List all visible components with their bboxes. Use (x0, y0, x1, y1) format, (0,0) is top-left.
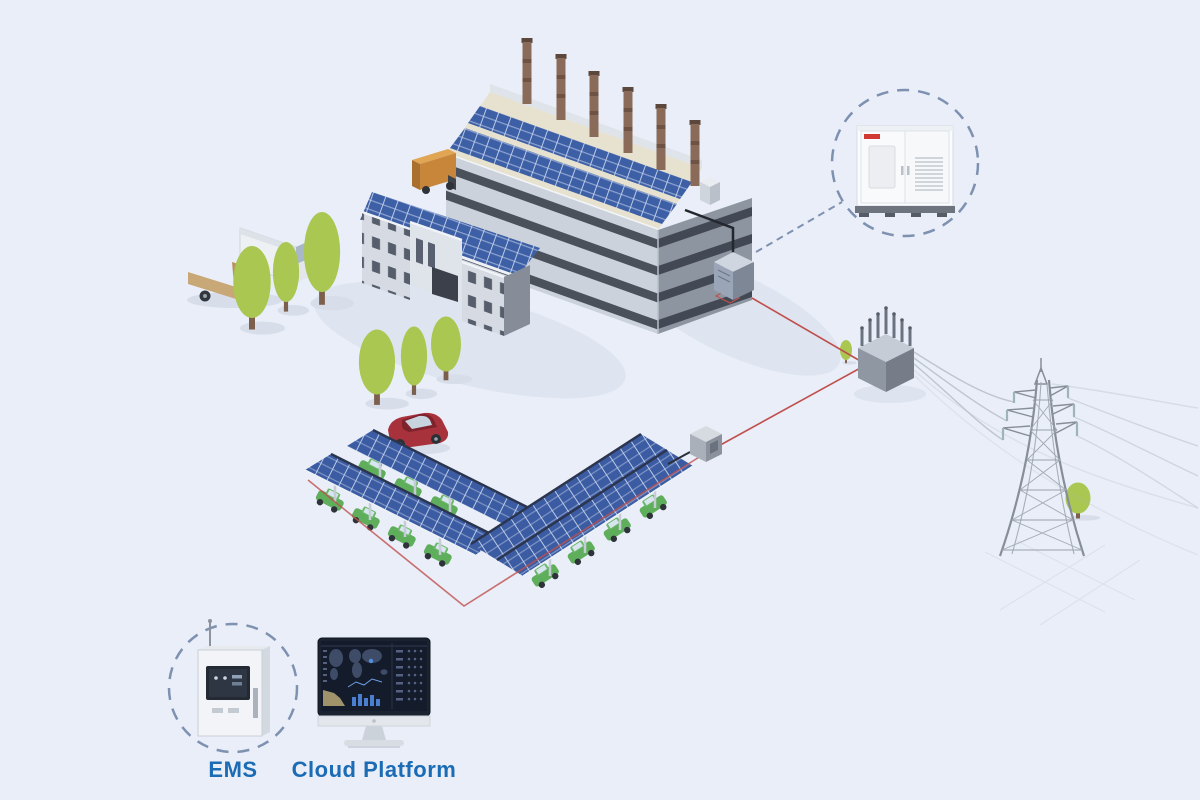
office-window (416, 238, 423, 265)
office-right-wing (462, 262, 504, 336)
cabinet-brand-mark (864, 134, 880, 139)
factory-rooftop-solar-array (468, 106, 692, 199)
solar-carport (304, 428, 694, 591)
red-car (386, 412, 450, 455)
monitor-stand (362, 726, 386, 740)
office-left-wing (362, 212, 410, 300)
onsite-storage-unit (714, 252, 754, 300)
factory-end-wall (658, 198, 752, 334)
left-stat-column (323, 650, 327, 682)
office-end-wall (504, 265, 530, 336)
transmission-tower (998, 358, 1086, 557)
tower-ground-shadow (984, 539, 1141, 626)
storage-to-transformer-line (751, 297, 863, 363)
transformer (858, 306, 914, 392)
office-building (359, 192, 540, 336)
rooftop-structure (700, 177, 720, 205)
factory-front-wall (446, 154, 658, 334)
cabinet-door-panel (868, 145, 896, 189)
ems-control-box (197, 619, 270, 737)
right-panel-rows (396, 649, 423, 701)
factory-building (445, 38, 752, 334)
cabinet-vent-grille (915, 157, 943, 191)
office-window (428, 242, 435, 269)
map-marker (368, 658, 374, 664)
monitor-base (344, 740, 404, 746)
delivery-truck (412, 149, 456, 194)
ems-callout-circle (167, 622, 299, 754)
office-rooftop-solar-array (360, 192, 540, 276)
dc-cable (684, 208, 735, 258)
dashboard-content (321, 643, 427, 709)
factory-chimneys (521, 38, 701, 186)
bar-chart (352, 694, 380, 706)
inverter-cable (667, 451, 691, 465)
line-chart (347, 678, 383, 688)
office-entrance (432, 267, 458, 302)
connection-lines (307, 290, 865, 607)
cabinet-right-door (904, 130, 950, 204)
ems-label: EMS (208, 757, 257, 782)
carport-to-transformer-line (703, 365, 865, 455)
office-parapet (361, 210, 505, 279)
carport-boundary-line (307, 453, 705, 607)
world-map (329, 649, 388, 680)
tower-insulators (1001, 386, 1079, 440)
factory-rooftop-solar-array (450, 128, 677, 224)
bushing-caps (860, 306, 912, 330)
transformer-bushings (860, 308, 912, 346)
storage-cabinet-callout-circle (830, 88, 980, 238)
callout-connector-line (755, 201, 843, 253)
storage-cabinet-illustration (855, 125, 955, 217)
cloud-platform-label: Cloud Platform (292, 757, 457, 782)
carport-canopies (304, 428, 694, 577)
area-chart (323, 690, 345, 706)
inverter-box (667, 426, 722, 465)
ems-vent (253, 688, 258, 718)
cloud-platform-monitor (317, 637, 431, 748)
